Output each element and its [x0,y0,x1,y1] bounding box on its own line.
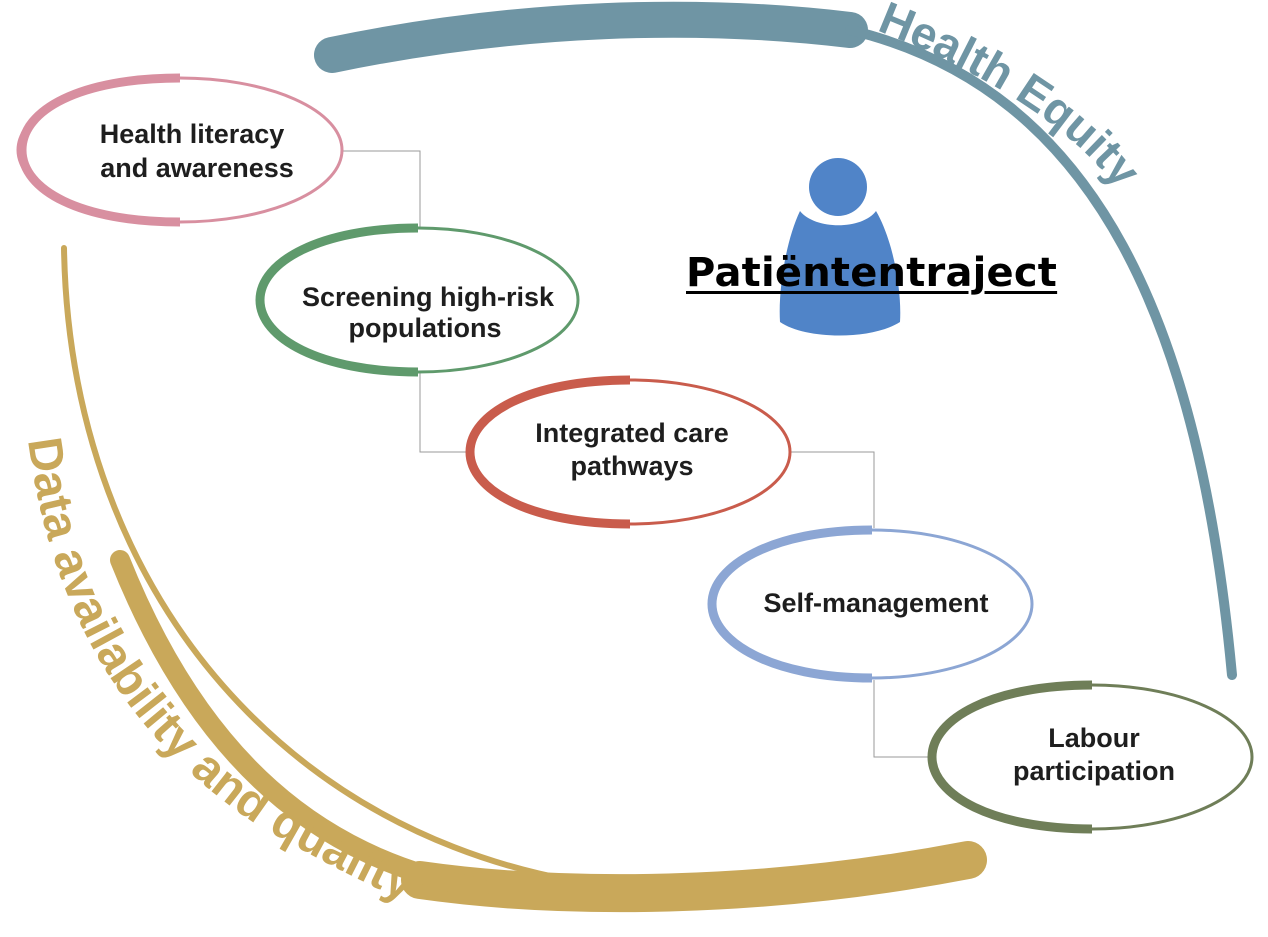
person-icon [779,158,901,336]
step-line2: pathways [570,451,693,481]
person-body [779,211,901,336]
step-line2: populations [349,313,502,343]
person-head [809,158,867,216]
step-labour-participation: Labour participation [927,680,1254,834]
step-line1: Integrated care [535,418,729,448]
step-self-management: Self-management [707,525,1034,683]
step-integrated-care: Integrated care pathways [465,375,792,529]
step-ring-accent [465,375,631,529]
data-quality-label: Data availability and quality [17,434,423,912]
connector-1-2 [340,150,421,228]
step-ring-accent [17,73,181,227]
step-line1: Screening high-risk [302,282,555,312]
step-ring-accent [707,525,873,683]
step-line2: and awareness [100,153,294,183]
step-line2: participation [1013,756,1175,786]
connector-2-3 [419,372,470,453]
health-equity-arc-thick [314,1,868,73]
step-screening: Screening high-risk populations [255,223,580,377]
step-line1: Health literacy [100,119,285,149]
connector-4-5 [873,680,932,758]
connector-lines [340,150,932,758]
step-line1: Labour [1048,723,1140,753]
connector-3-4 [790,451,875,528]
step-ring-accent [255,223,419,377]
health-equity-arc-mid [845,25,1237,680]
step-ring-accent [927,680,1093,834]
page-title: Patiëntentraject [686,250,1058,296]
health-equity-label: Health Equity [872,0,1151,197]
step-line1: Self-management [763,588,988,618]
step-health-literacy: Health literacy and awareness [16,73,344,227]
data-quality-arc-mid [110,550,490,898]
